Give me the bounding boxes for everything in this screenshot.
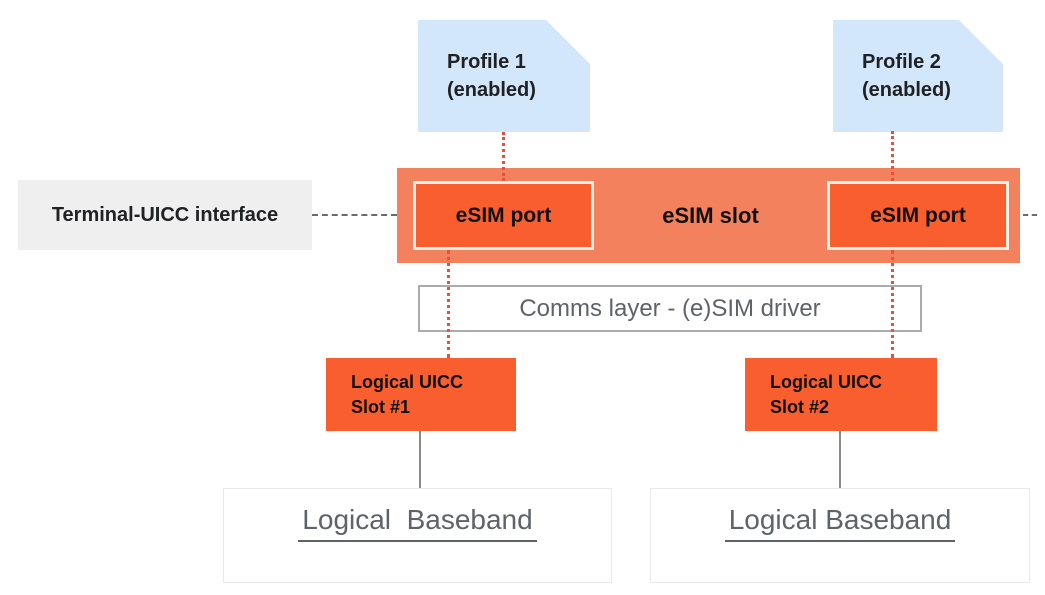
- connector-profile1-to-port1: [502, 132, 505, 181]
- connector-port2-to-uicc2: [891, 250, 894, 358]
- logical-baseband-1-text: Logical Baseband: [298, 504, 537, 542]
- logical-uicc-slot-2: Logical UICC Slot #2: [745, 358, 937, 431]
- profile-1-state: (enabled): [447, 79, 536, 101]
- connector-uicc2-to-baseband2: [839, 431, 841, 488]
- profile-2-name: Profile 2: [862, 51, 941, 73]
- terminal-uicc-interface-label: Terminal-UICC interface: [18, 180, 312, 250]
- logical-baseband-2-text: Logical Baseband: [724, 504, 956, 542]
- esim-port-1-text: eSIM port: [455, 203, 552, 227]
- terminal-uicc-interface-text: Terminal-UICC interface: [51, 203, 279, 226]
- profile-1-name: Profile 1: [447, 51, 526, 73]
- connector-profile2-to-port2: [891, 131, 894, 181]
- esim-slot-text: eSIM slot: [662, 202, 759, 228]
- profile-2-card: Profile 2 (enabled): [833, 20, 1003, 132]
- esim-slot-label: eSIM slot: [594, 181, 827, 250]
- logical-uicc-slot-1: Logical UICC Slot #1: [326, 358, 516, 431]
- connector-interface-to-slot: [312, 214, 397, 216]
- profile-2-state: (enabled): [862, 79, 951, 101]
- logical-uicc-slot-2-line1: Logical UICC: [770, 371, 883, 392]
- logical-uicc-slot-1-line2: Slot #1: [351, 396, 411, 417]
- profile-1-card: Profile 1 (enabled): [418, 20, 590, 132]
- connector-port1-to-uicc1: [447, 250, 450, 358]
- logical-uicc-slot-1-line1: Logical UICC: [351, 371, 464, 392]
- esim-port-1: eSIM port: [413, 181, 594, 250]
- connector-slot-right-stub: [1023, 214, 1037, 216]
- comms-layer-box: Comms layer - (e)SIM driver: [418, 285, 922, 332]
- logical-baseband-1: Logical Baseband: [223, 488, 612, 583]
- connector-uicc1-to-baseband1: [419, 431, 421, 488]
- logical-baseband-2: Logical Baseband: [650, 488, 1030, 583]
- esim-port-2-text: eSIM port: [870, 203, 966, 227]
- logical-uicc-slot-2-line2: Slot #2: [770, 396, 830, 417]
- comms-layer-text: Comms layer - (e)SIM driver: [519, 294, 821, 322]
- esim-port-2: eSIM port: [827, 181, 1009, 250]
